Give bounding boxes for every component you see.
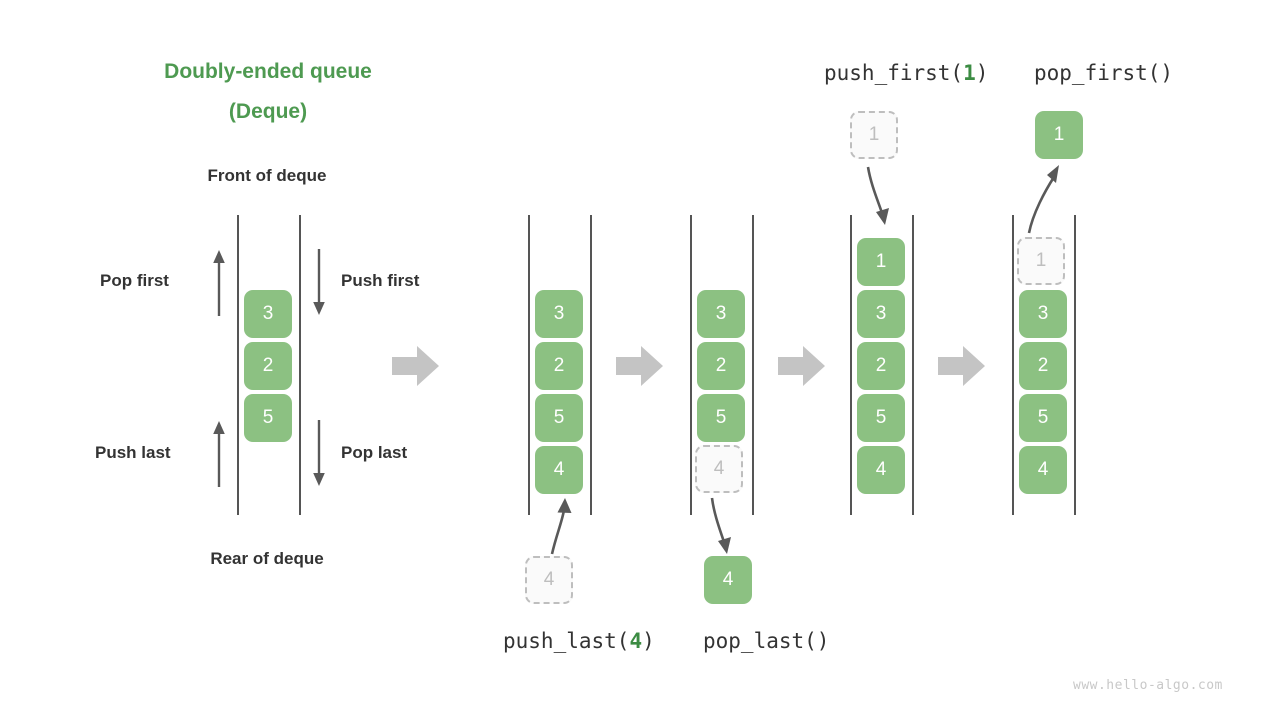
deque-rail-left-1 (237, 215, 239, 515)
push-first-op-arg: 1 (963, 61, 976, 85)
deque-cell: 3 (1019, 290, 1067, 338)
deque-cell: 1 (857, 238, 905, 286)
pop-last-motion-arrow (710, 497, 731, 554)
deque-cell: 3 (857, 290, 905, 338)
deque-cell: 2 (1019, 342, 1067, 390)
pop-first-operation-label: pop_first() (1034, 61, 1174, 85)
deque-cell: 2 (535, 342, 583, 390)
deque-cell: 3 (535, 290, 583, 338)
push-last-arrow (213, 421, 225, 487)
incoming-element-cell: 1 (850, 111, 898, 159)
deque-cell: 5 (535, 394, 583, 442)
deque-rail-right-2 (590, 215, 592, 515)
deque-cell: 2 (244, 342, 292, 390)
page-title-line2: (Deque) (228, 100, 308, 123)
deque-cell: 5 (697, 394, 745, 442)
push-last-operation-label: push_last(4) (503, 629, 655, 653)
deque-cell: 4 (1019, 446, 1067, 494)
removed-element-cell: 1 (1017, 237, 1065, 285)
deque-rail-left-5 (1012, 215, 1014, 515)
push-last-op-close: ) (642, 629, 655, 653)
flow-arrow-icon (616, 346, 663, 386)
deque-rail-left-3 (690, 215, 692, 515)
push-last-motion-arrow (550, 498, 572, 555)
pop-last-operation-label: pop_last() (703, 629, 830, 653)
pop-first-motion-arrow (1027, 165, 1059, 234)
pop-last-arrow (313, 420, 325, 486)
rear-of-deque-label: Rear of deque (210, 549, 324, 568)
deque-cell: 2 (857, 342, 905, 390)
deque-cell: 2 (697, 342, 745, 390)
deque-rail-right-1 (299, 215, 301, 515)
flow-arrow-icon (938, 346, 985, 386)
deque-rail-left-2 (528, 215, 530, 515)
push-last-op-name: push_last( (503, 629, 630, 653)
deque-rail-right-4 (912, 215, 914, 515)
page-title-line1: Doubly-ended queue (164, 60, 372, 83)
popped-element-cell: 4 (704, 556, 752, 604)
deque-cell: 4 (535, 446, 583, 494)
push-first-operation-label: push_first(1) (824, 61, 988, 85)
deque-rail-right-3 (752, 215, 754, 515)
front-of-deque-label: Front of deque (207, 166, 327, 185)
push-first-arrow (313, 249, 325, 315)
pop-first-arrow (213, 250, 225, 316)
push-last-label: Push last (95, 443, 171, 462)
flow-arrow-icon (392, 346, 439, 386)
push-last-op-arg: 4 (629, 629, 643, 653)
deque-cell: 5 (857, 394, 905, 442)
deque-rail-right-5 (1074, 215, 1076, 515)
deque-cell: 5 (1019, 394, 1067, 442)
push-first-op-close: ) (975, 61, 989, 85)
push-first-op-name: push_first( (824, 61, 964, 85)
push-first-motion-arrow (866, 166, 889, 225)
popped-element-cell: 1 (1035, 111, 1083, 159)
deque-cell: 3 (244, 290, 292, 338)
deque-cell: 4 (857, 446, 905, 494)
removed-element-cell: 4 (695, 445, 743, 493)
pop-last-label: Pop last (341, 443, 408, 462)
pop-first-label: Pop first (100, 271, 169, 290)
incoming-element-cell: 4 (525, 556, 573, 604)
flow-arrow-icon (778, 346, 825, 386)
deque-cell: 3 (697, 290, 745, 338)
deque-cell: 5 (244, 394, 292, 442)
deque-rail-left-4 (850, 215, 852, 515)
push-first-label: Push first (341, 271, 420, 290)
watermark: www.hello-algo.com (1073, 678, 1223, 693)
